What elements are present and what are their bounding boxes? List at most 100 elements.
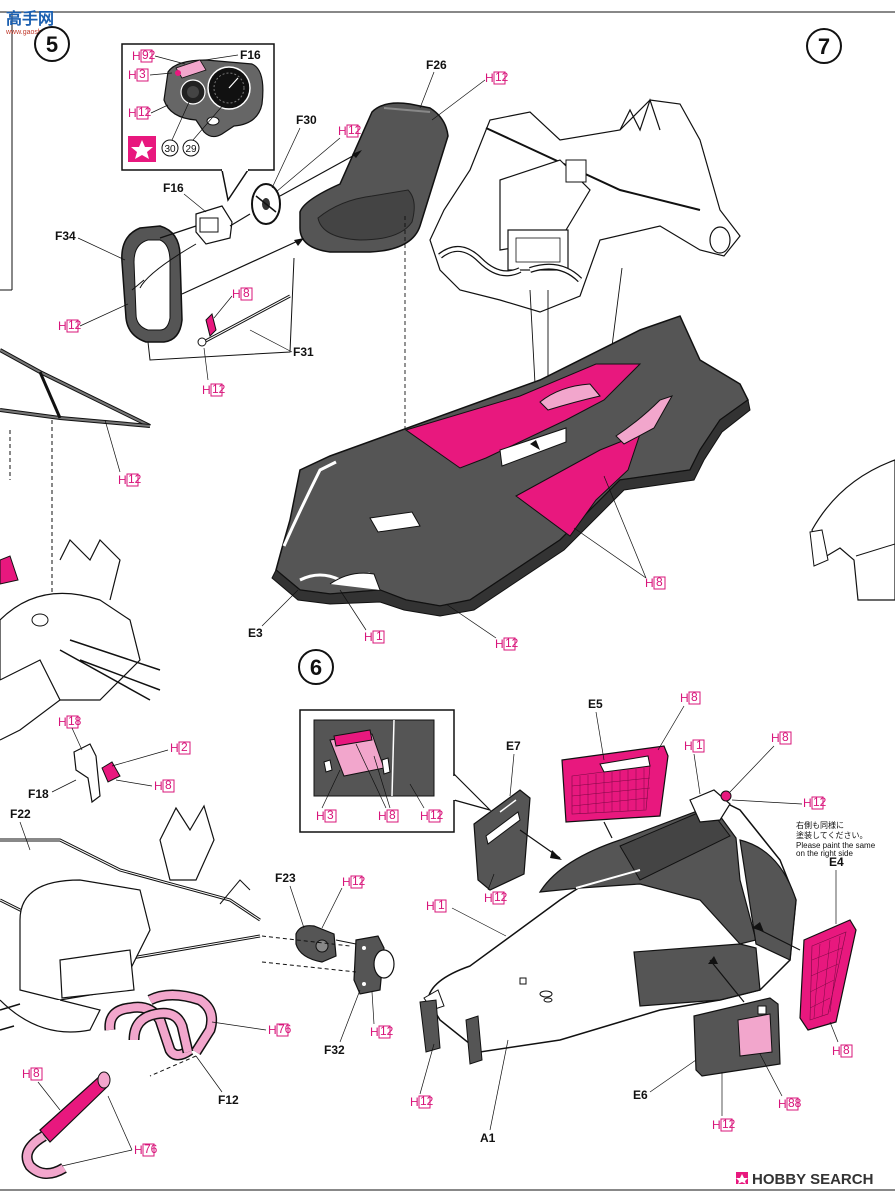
part-a1-body [419,789,797,1065]
svg-text:H: H [426,899,435,913]
svg-text:29: 29 [185,144,197,155]
svg-text:88: 88 [788,1096,802,1110]
svg-text:H: H [370,1025,379,1039]
part-f32 [353,935,395,995]
part-f26-seat [299,102,449,253]
step-6-marker: 6 [298,649,334,685]
engine-assembly-step6 [0,804,261,1033]
svg-text:8: 8 [843,1043,850,1057]
svg-text:E3: E3 [248,626,263,640]
svg-text:H: H [803,796,812,810]
svg-text:H: H [58,715,67,729]
svg-text:H: H [342,875,351,889]
svg-text:12: 12 [505,636,519,650]
svg-text:7: 7 [818,34,830,59]
part-f18 [73,743,121,804]
svg-text:H: H [645,576,654,590]
svg-text:H: H [378,809,387,823]
svg-text:H: H [202,383,211,397]
svg-text:H: H [268,1023,277,1037]
svg-text:F16: F16 [240,48,261,62]
svg-text:F30: F30 [296,113,317,127]
svg-text:12: 12 [495,70,509,84]
watermark-top: 高手网 www.gaoshou.net [5,9,61,36]
step-5-marker: 5 [34,26,70,62]
svg-text:H: H [410,1095,419,1109]
svg-text:H: H [420,809,429,823]
svg-text:www.gaoshou.net: www.gaoshou.net [5,29,61,36]
svg-text:H: H [170,741,179,755]
svg-text:H: H [485,71,494,85]
engine-assembly-left [0,538,161,741]
svg-text:F12: F12 [218,1093,239,1107]
svg-text:H: H [684,739,693,753]
svg-text:2: 2 [181,740,188,754]
svg-text:H: H [132,49,141,63]
svg-text:H: H [778,1097,787,1111]
svg-text:A1: A1 [480,1131,496,1145]
svg-text:6: 6 [310,655,322,680]
step-7-marker: 7 [806,28,842,64]
svg-text:E4: E4 [829,855,844,869]
svg-text:30: 30 [164,144,176,155]
svg-text:8: 8 [656,575,663,589]
svg-text:3: 3 [139,67,146,81]
svg-text:高手网: 高手网 [6,9,54,28]
svg-text:12: 12 [212,382,226,396]
gauge-callout-30: 30 [161,99,191,157]
svg-text:E5: E5 [588,697,603,711]
svg-text:Please paint the same: Please paint the same [796,841,876,850]
part-f34-bulkhead [121,225,183,343]
svg-text:H: H [338,124,347,138]
engine-assembly-main [429,98,741,313]
svg-text:76: 76 [278,1022,292,1036]
svg-text:8: 8 [782,730,789,744]
svg-text:H: H [316,809,325,823]
part-f16-column [195,205,233,245]
svg-text:1: 1 [376,629,383,643]
part-e6-panel [693,997,781,1077]
svg-text:E6: E6 [633,1088,648,1102]
svg-text:塗装してください。: 塗装してください。 [796,830,868,840]
svg-text:右側も同様に: 右側も同様に [796,820,844,830]
svg-text:12: 12 [430,808,444,822]
hobbysearch-logo-icon [736,1172,748,1184]
svg-text:8: 8 [243,286,250,300]
svg-text:8: 8 [691,690,698,704]
svg-text:1: 1 [438,898,445,912]
svg-text:92: 92 [142,48,156,62]
svg-text:12: 12 [128,472,142,486]
part-f30-steering-wheel [251,183,281,225]
svg-text:F26: F26 [426,58,447,72]
suspension-assembly-left [0,348,151,610]
svg-text:H: H [495,637,504,651]
svg-text:12: 12 [68,318,82,332]
svg-text:H: H [128,106,137,120]
part-f12-exhaust-headers [104,989,218,1061]
svg-text:12: 12 [138,105,152,119]
svg-text:H: H [58,319,67,333]
